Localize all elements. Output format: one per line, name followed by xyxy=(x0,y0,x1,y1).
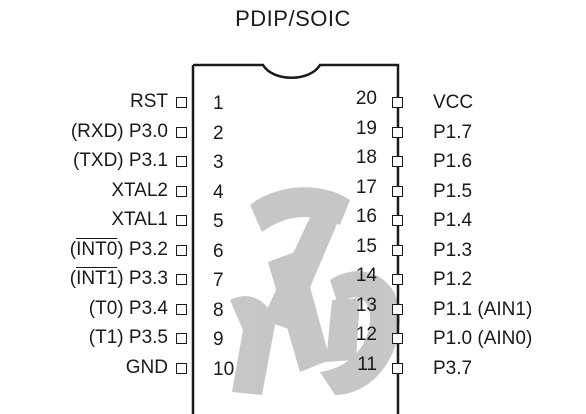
pin-number: 14 xyxy=(355,265,377,286)
pin-pad xyxy=(392,303,403,315)
pin-pad xyxy=(392,362,403,374)
pin-pad xyxy=(392,274,403,285)
pin-label-right: P1.0 (AIN0) xyxy=(433,328,533,349)
pin-label-right: P1.7 xyxy=(433,121,473,143)
pin-label-left: XTAL1 xyxy=(111,209,168,230)
pin-label-left: (RXD) P3.0 xyxy=(70,120,168,142)
pin-number: 19 xyxy=(355,117,377,139)
pin-pad xyxy=(392,97,403,108)
pin-number: 1 xyxy=(213,93,224,114)
pin-pad xyxy=(176,303,187,315)
pin-number: 17 xyxy=(355,176,377,198)
pin-pad xyxy=(392,185,403,197)
pin-label-right: P1.3 xyxy=(433,239,473,261)
pin-pad xyxy=(392,244,403,256)
pin-pad xyxy=(176,333,187,344)
pin-label-left: RST xyxy=(130,91,168,112)
pin-pad xyxy=(176,185,187,197)
pin-label-left: (INT1) P3.3 xyxy=(69,268,168,289)
pin-number: 6 xyxy=(213,240,224,262)
package-title: PDIP/SOIC xyxy=(235,6,351,31)
pin-label-right: P1.4 xyxy=(433,210,473,231)
pin-number: 18 xyxy=(355,147,377,168)
pin-pad xyxy=(392,156,403,167)
pin-label-right: P1.5 xyxy=(433,180,473,202)
pin-label-left: (INT0) P3.2 xyxy=(69,238,168,260)
pin-number: 9 xyxy=(213,329,224,350)
pin-pad xyxy=(176,97,187,108)
pin-number: 4 xyxy=(213,181,224,203)
pin-number: 13 xyxy=(355,294,377,316)
pin-pad xyxy=(176,274,187,285)
pin-label-right: P1.6 xyxy=(433,151,473,172)
pin-pad xyxy=(176,244,187,256)
pin-number: 8 xyxy=(213,299,224,321)
pin-number: 10 xyxy=(213,358,235,380)
pin-pad xyxy=(176,126,187,138)
active-low-signal: INT1 xyxy=(76,268,118,289)
pin-label-left: (T0) P3.4 xyxy=(88,297,168,319)
pin-pad xyxy=(392,215,403,226)
pin-pad xyxy=(176,156,187,167)
active-low-signal: INT0 xyxy=(76,238,118,260)
pin-label-right: P3.7 xyxy=(433,357,473,379)
pin-label-right: VCC xyxy=(433,92,474,113)
pin-number: 20 xyxy=(355,88,377,109)
pin-label-left: (TXD) P3.1 xyxy=(72,150,168,171)
pin-label-left: XTAL2 xyxy=(111,179,168,201)
pin-number: 12 xyxy=(355,324,377,345)
pin-pad xyxy=(392,333,403,344)
pin-number: 11 xyxy=(357,353,377,375)
pin-number: 7 xyxy=(213,270,224,291)
pin-label-left: (T1) P3.5 xyxy=(88,327,168,348)
pin-number: 5 xyxy=(213,211,224,232)
pin-label-right: P1.2 xyxy=(433,269,473,290)
pin-label-left: GND xyxy=(125,356,168,378)
pin-number: 15 xyxy=(355,235,377,257)
pin-pad xyxy=(176,215,187,226)
pin-pad xyxy=(392,126,403,138)
pin-number: 16 xyxy=(355,206,377,227)
pin-pad xyxy=(176,362,187,374)
pin-number: 2 xyxy=(213,122,224,144)
pin-number: 3 xyxy=(213,152,224,173)
pin-label-right: P1.1 (AIN1) xyxy=(433,298,533,320)
